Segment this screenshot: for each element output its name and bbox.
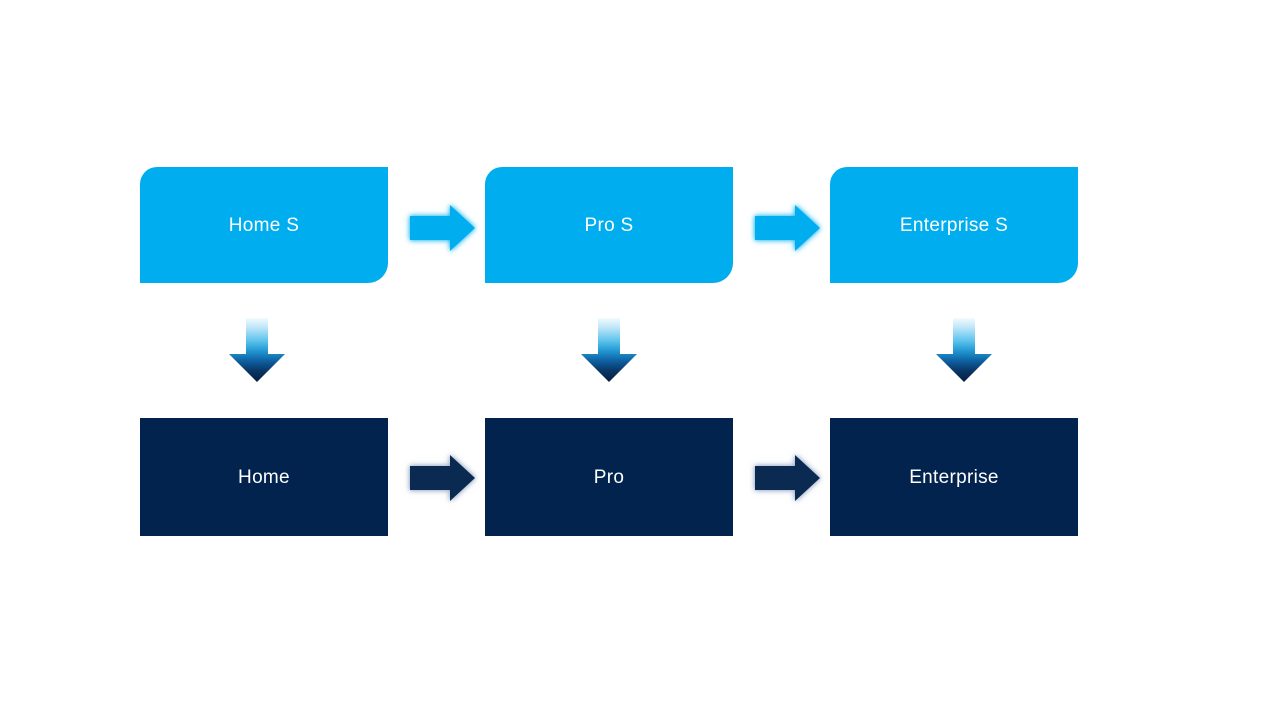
arrow-pro-s-to-enterprise-s	[755, 205, 820, 251]
node-label: Enterprise S	[899, 214, 1009, 236]
node-label: Pro	[593, 466, 625, 488]
right-arrow-icon	[755, 455, 820, 501]
node-home-s: Home S	[140, 167, 388, 283]
node-home: Home	[140, 418, 388, 536]
node-pro-s: Pro S	[485, 167, 733, 283]
right-arrow-icon	[410, 205, 475, 251]
down-arrow-icon	[936, 318, 992, 382]
arrow-pro-to-enterprise	[755, 455, 820, 501]
node-pro: Pro	[485, 418, 733, 536]
down-arrow-icon	[229, 318, 285, 382]
right-arrow-icon	[755, 205, 820, 251]
arrow-home-s-to-home	[229, 318, 285, 382]
right-arrow-icon	[410, 455, 475, 501]
node-label: Home S	[228, 214, 300, 236]
arrow-enterprise-s-to-enterprise	[936, 318, 992, 382]
arrow-home-to-pro	[410, 455, 475, 501]
node-label: Home	[238, 466, 290, 488]
node-label: Pro S	[584, 214, 634, 236]
node-label: Enterprise	[909, 466, 999, 488]
arrow-home-s-to-pro-s	[410, 205, 475, 251]
arrow-pro-s-to-pro	[581, 318, 637, 382]
node-enterprise-s: Enterprise S	[830, 167, 1078, 283]
node-enterprise: Enterprise	[830, 418, 1078, 536]
down-arrow-icon	[581, 318, 637, 382]
